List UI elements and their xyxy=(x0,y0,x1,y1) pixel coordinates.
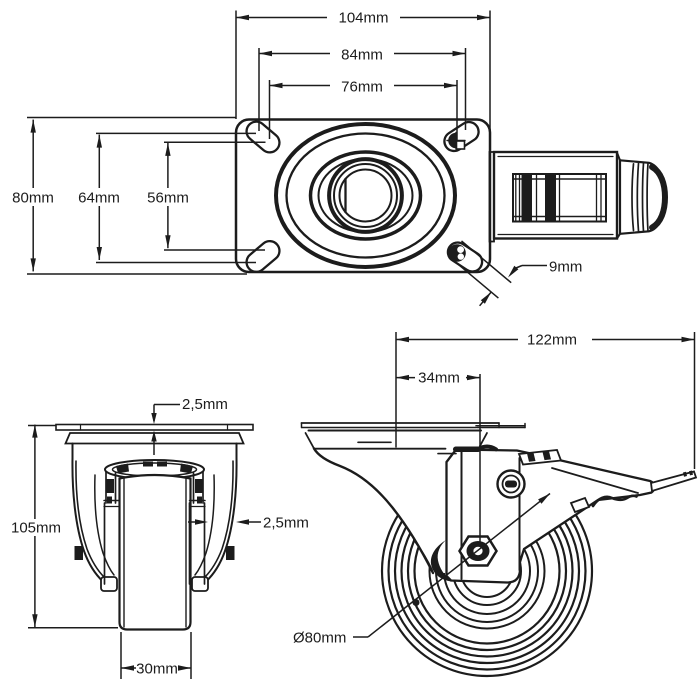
svg-text:34mm: 34mm xyxy=(418,370,460,387)
svg-text:30mm: 30mm xyxy=(136,660,178,677)
svg-text:84mm: 84mm xyxy=(341,47,383,64)
svg-text:64mm: 64mm xyxy=(78,190,120,207)
svg-text:2,5mm: 2,5mm xyxy=(182,396,228,413)
svg-text:9mm: 9mm xyxy=(549,259,582,276)
svg-text:Ø80mm: Ø80mm xyxy=(293,629,346,646)
svg-text:122mm: 122mm xyxy=(527,332,577,349)
svg-text:2,5mm: 2,5mm xyxy=(263,514,309,531)
svg-text:105mm: 105mm xyxy=(11,519,61,536)
svg-text:80mm: 80mm xyxy=(12,190,54,207)
svg-text:56mm: 56mm xyxy=(147,190,189,207)
svg-text:104mm: 104mm xyxy=(338,10,388,27)
svg-text:76mm: 76mm xyxy=(341,79,383,96)
